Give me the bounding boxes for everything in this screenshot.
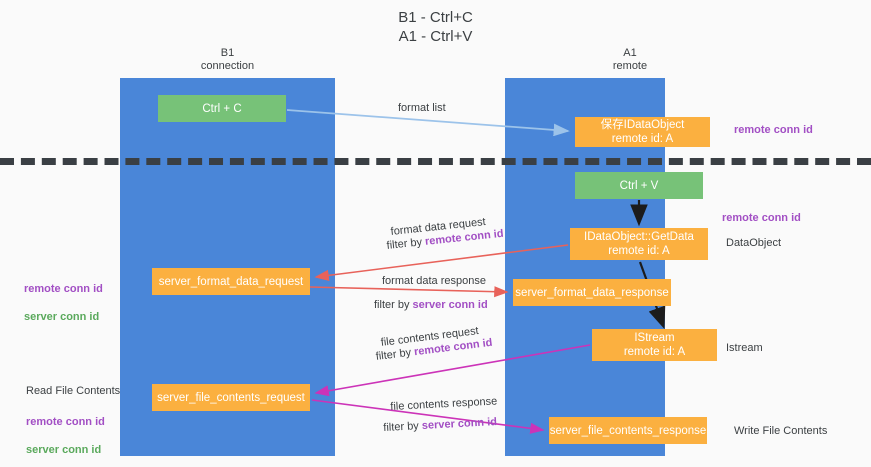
- edge-label-filter-by-server-conn-id-1: filter by server conn id: [374, 298, 488, 313]
- left-server-conn-id-top: server conn id: [24, 311, 100, 323]
- node-ctrl-v[interactable]: Ctrl + V: [575, 172, 703, 199]
- phase-divider-dashed-line: [0, 158, 871, 165]
- edge-label-filter-by-server-conn-id-2: filter by server conn id: [383, 415, 497, 436]
- server-conn-id-highlight-1: server conn id: [412, 299, 488, 311]
- side-label-dataobject: DataObject: [726, 237, 782, 249]
- node-save-idataobject[interactable]: 保存IDataObject remote id: A: [575, 117, 710, 147]
- column-header-b1: B1 connection: [200, 47, 255, 72]
- filter-by-text-2: filter by: [374, 299, 413, 311]
- node-server-file-contents-request[interactable]: server_file_contents_request: [152, 384, 310, 411]
- side-label-remote-conn-id-mid: remote conn id: [722, 212, 801, 224]
- server-conn-id-highlight-2: server conn id: [421, 416, 498, 432]
- node-server-format-data-request[interactable]: server_format_data_request: [152, 268, 310, 295]
- side-label-left-conn-ids-top: remote conn id server conn id: [24, 268, 103, 338]
- filter-by-text-4: filter by: [383, 419, 423, 434]
- node-server-format-data-response[interactable]: server_format_data_response: [513, 279, 671, 306]
- left-server-conn-id-bottom: server conn id: [26, 444, 102, 456]
- node-istream[interactable]: IStream remote id: A: [592, 329, 717, 361]
- filter-by-text-1: filter by: [386, 235, 426, 252]
- left-remote-conn-id-top: remote conn id: [24, 283, 103, 295]
- side-label-write-file-contents: Write File Contents: [734, 425, 828, 437]
- column-header-a1: A1 remote: [612, 47, 648, 72]
- left-remote-conn-id-bottom: remote conn id: [26, 416, 105, 428]
- side-label-left-conn-ids-bottom: remote conn id server conn id: [26, 401, 105, 467]
- node-server-file-contents-response[interactable]: server_file_contents_response: [549, 417, 707, 444]
- filter-by-text-3: filter by: [375, 346, 415, 363]
- side-label-istream: Istream: [726, 342, 763, 354]
- node-ctrl-c[interactable]: Ctrl + C: [158, 95, 286, 122]
- side-label-remote-conn-id-top: remote conn id: [734, 124, 813, 136]
- page-title: B1 - Ctrl+C A1 - Ctrl+V: [398, 9, 473, 45]
- node-idataobject-getdata[interactable]: IDataObject::GetData remote id: A: [570, 228, 708, 260]
- edge-label-format-list: format list: [398, 102, 446, 114]
- side-label-read-file-contents: Read File Contents: [26, 385, 121, 397]
- edge-label-format-data-response: format data response: [382, 275, 486, 287]
- edge-label-file-contents-response: file contents response: [390, 395, 498, 413]
